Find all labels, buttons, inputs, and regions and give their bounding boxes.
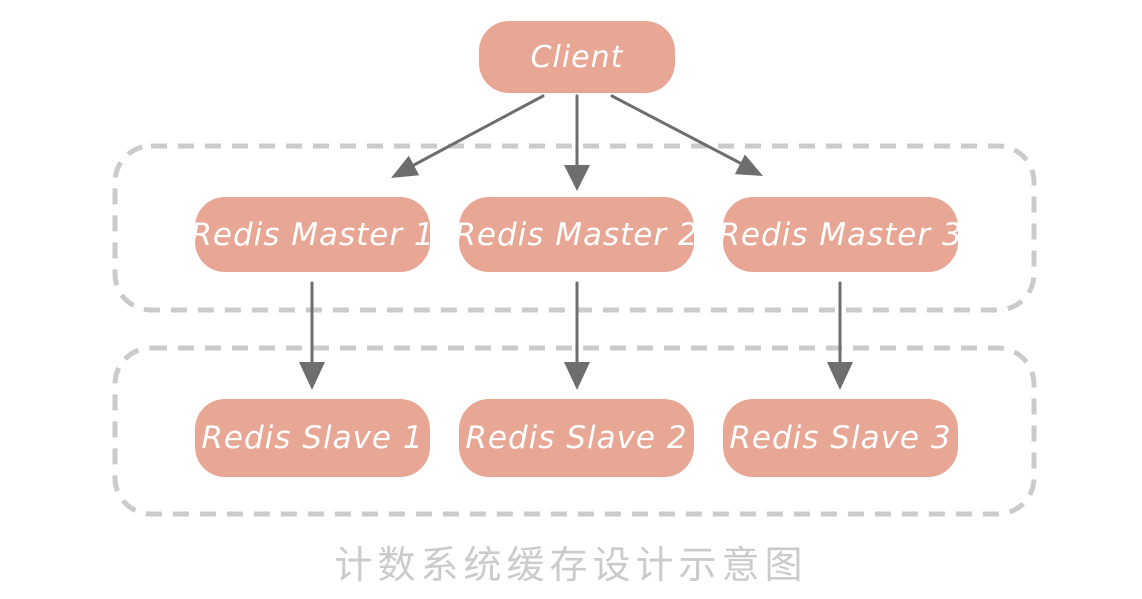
node-redis-master-3: Redis Master 3 [718, 197, 962, 272]
arrow-client-to-master-3 [610, 94, 763, 176]
node-redis-master-3-label: Redis Master 3 [718, 216, 963, 253]
arrow-master-2-to-slave-2 [564, 281, 590, 390]
node-redis-master-1-label: Redis Master 1 [190, 216, 435, 253]
node-redis-master-2-label: Redis Master 2 [454, 216, 699, 253]
node-redis-master-1: Redis Master 1 [190, 197, 434, 272]
arrow-master-3-to-slave-3 [827, 281, 853, 390]
slaves-group-border [112, 345, 1037, 517]
arrow-master-1-to-slave-1 [299, 281, 325, 390]
node-client-label: Client [530, 39, 624, 75]
node-redis-slave-1: Redis Slave 1 [195, 399, 430, 477]
node-redis-slave-1-label: Redis Slave 1 [201, 420, 424, 456]
node-redis-slave-2-label: Redis Slave 2 [465, 420, 688, 456]
arrow-client-to-master-1 [391, 94, 545, 178]
masters-group-border [112, 143, 1037, 313]
node-redis-slave-2: Redis Slave 2 [459, 399, 694, 477]
node-redis-slave-3-label: Redis Slave 3 [729, 420, 952, 456]
node-redis-slave-3: Redis Slave 3 [723, 399, 958, 477]
diagram-caption: 计数系统缓存设计示意图 [334, 543, 808, 587]
node-redis-master-2: Redis Master 2 [454, 197, 698, 272]
arrow-client-to-master-2 [564, 94, 590, 191]
node-client: Client [479, 21, 675, 93]
